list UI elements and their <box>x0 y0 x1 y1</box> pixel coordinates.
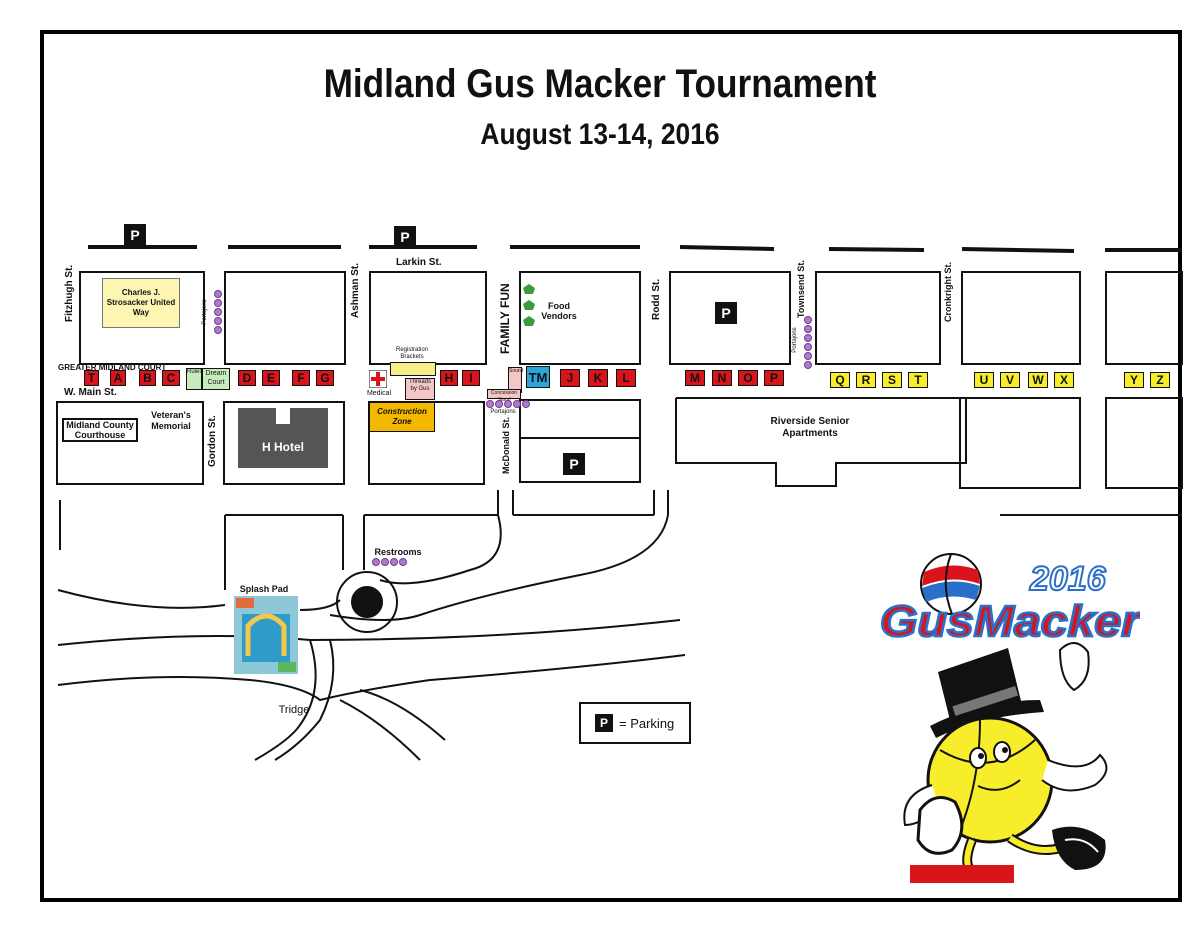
courthouse: Midland County Courthouse <box>62 418 138 442</box>
portajons-gordon <box>214 290 222 334</box>
court-d: D <box>238 370 256 386</box>
court-v: V <box>1000 372 1020 388</box>
logo-brand: GusMacker <box>880 597 1140 646</box>
food-vendor-icons <box>523 284 535 326</box>
portajons-label-townsend: Portajons <box>792 327 798 353</box>
parking-legend-text: = Parking <box>619 715 675 731</box>
h-hotel-label: H Hotel <box>262 440 304 454</box>
map-title: Midland Gus Macker Tournament <box>323 62 877 106</box>
riverside-apartments: Riverside Senior Apartments <box>770 416 850 439</box>
street-family-fun: FAMILY FUN <box>498 283 512 354</box>
court-j: J <box>560 369 580 387</box>
court-b: B <box>139 370 156 386</box>
court-y: Y <box>1124 372 1144 388</box>
restrooms-label: Restrooms <box>374 547 422 557</box>
registration-label: Registration Brackets <box>395 347 428 360</box>
restroom-portajons <box>372 558 407 566</box>
splash-pad-image <box>234 596 298 674</box>
court-l: L <box>616 369 636 387</box>
court-s: S <box>882 372 902 388</box>
court-tm: TM <box>526 366 550 388</box>
street-rodd: Rodd St. <box>651 278 662 320</box>
court-q: Q <box>830 372 850 388</box>
portajons-label-gordon: Portajons <box>202 299 208 325</box>
medical-cross-icon <box>369 370 387 388</box>
court-k: K <box>588 369 608 387</box>
splash-pad-label: Splash Pad <box>239 584 289 594</box>
parking-icon: P <box>563 453 585 475</box>
food-vendors-label: Food Vendors <box>541 301 577 321</box>
court-o: O <box>738 370 758 386</box>
street-gordon: Gordon St. <box>207 415 218 467</box>
dream-court: Dream Court <box>202 368 230 390</box>
court-t-yellow: T <box>908 372 928 388</box>
court-e: E <box>262 370 280 386</box>
portajons-townsend <box>804 316 812 369</box>
gus-macker-logo: 2016 GusMacker <box>879 553 1140 883</box>
street-greater-midland: GREATER MIDLAND COURT <box>58 363 167 372</box>
portajons-main <box>486 400 530 408</box>
court-p: P <box>764 370 784 386</box>
rules-tent: Rules <box>186 368 202 390</box>
logo-year: 2016 <box>1029 560 1107 598</box>
street-ashman: Ashman St. <box>350 262 361 318</box>
concession-stand: Concession Stand <box>487 389 521 403</box>
portajons-label: Portajons <box>490 409 516 415</box>
court-w: W <box>1028 372 1048 388</box>
tridge-label: Tridge <box>278 704 310 716</box>
street-townsend: Townsend St. <box>796 260 806 318</box>
parking-icon: P <box>394 226 416 248</box>
court-u: U <box>974 372 994 388</box>
construction-zone: Construction Zone <box>369 402 435 432</box>
medical-label: Medical <box>366 390 392 397</box>
registration-tent <box>390 362 436 376</box>
parking-legend-icon: P <box>595 714 613 732</box>
street-fitzhugh: Fitzhugh St. <box>64 264 75 322</box>
court-r: R <box>856 372 876 388</box>
court-g: G <box>316 370 334 386</box>
parking-icon: P <box>124 224 146 246</box>
h-hotel-building <box>238 408 328 468</box>
court-f: F <box>292 370 310 386</box>
street-main: W. Main St. <box>64 387 117 398</box>
street-larkin: Larkin St. <box>396 257 442 268</box>
court-i: I <box>462 370 480 386</box>
court-m: M <box>685 370 705 386</box>
map-frame <box>40 30 1182 902</box>
court-h: H <box>440 370 458 386</box>
veterans-memorial: Veteran's Memorial <box>151 410 191 431</box>
street-mcdonald: McDonald St. <box>501 416 511 474</box>
threads-tent: Threads by Gus <box>405 378 435 400</box>
street-cronkright: Cronkright St. <box>943 262 953 322</box>
parking-legend: P = Parking <box>579 702 691 744</box>
court-n: N <box>712 370 732 386</box>
court-x: X <box>1054 372 1074 388</box>
court-c: C <box>162 370 180 386</box>
court-z: Z <box>1150 372 1170 388</box>
strosacker-building: Charles J. Strosacker United Way <box>102 278 180 328</box>
court-t: T <box>84 370 99 386</box>
map-subtitle: August 13-14, 2016 <box>480 118 720 151</box>
parking-icon: P <box>715 302 737 324</box>
court-a: A <box>110 370 126 386</box>
